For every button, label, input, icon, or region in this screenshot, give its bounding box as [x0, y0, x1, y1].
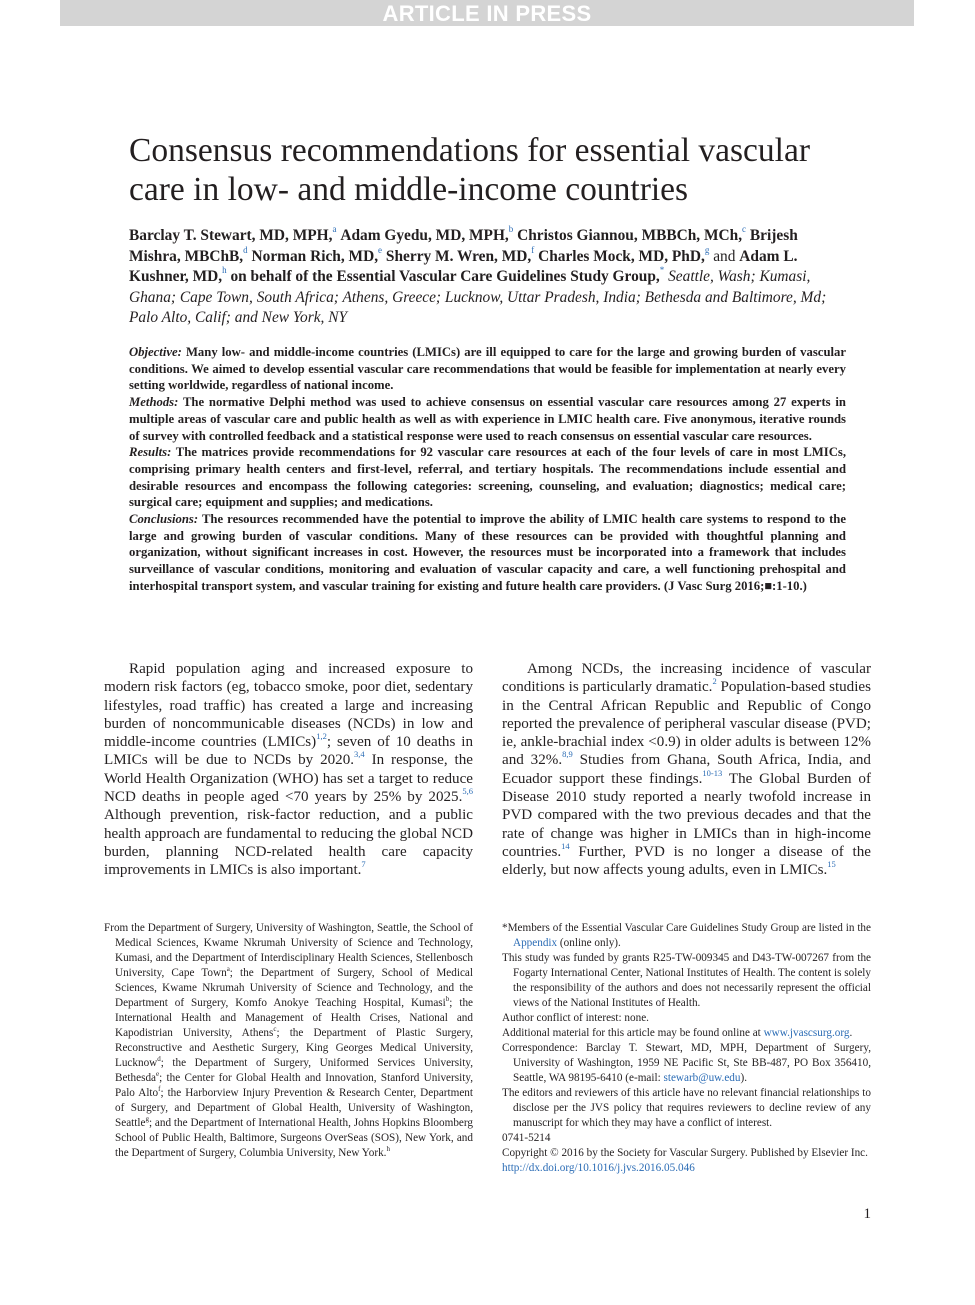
article-title: Consensus recommendations for essential … — [129, 132, 810, 208]
body-text: ; seven of 10 deaths in LMICs will be du… — [104, 734, 473, 769]
affiliation-text: ; the Center for Global Health and Innov… — [115, 1072, 473, 1099]
affiliations-text: From the Department of Surgery, Universi… — [104, 921, 473, 1161]
body-column-right: Among NCDs, the increasing incidence of … — [502, 660, 871, 880]
group-footnote-marker[interactable]: * — [659, 265, 665, 275]
reference-link[interactable]: 8,9 — [562, 749, 573, 760]
editors-note: The editors and reviewers of this articl… — [502, 1087, 871, 1129]
body-text: Population-based studies in the Central … — [502, 679, 871, 769]
affiliation-marker[interactable]: b — [508, 224, 514, 234]
body-text: Studies from Ghana, South Africa, India,… — [502, 752, 871, 787]
notes-footnote: *Members of the Essential Vascular Care … — [502, 921, 871, 1176]
appendix-link[interactable]: Appendix — [513, 937, 558, 949]
affiliation-marker: f — [158, 1085, 161, 1093]
note-text: . — [849, 1027, 853, 1039]
affiliation-marker: d — [157, 1055, 161, 1063]
funding-note: This study was funded by grants R25-TW-0… — [502, 952, 871, 1009]
abstract-results: Results: The matrices provide recommenda… — [129, 444, 846, 511]
note-text: Correspondence: Barclay T. Stewart, MD, … — [502, 1042, 871, 1084]
note-text: Additional material for this article may… — [502, 1027, 764, 1039]
email-link[interactable]: stewarb@uw.edu — [663, 1072, 741, 1084]
affiliations-footnote: From the Department of Surgery, Universi… — [104, 921, 473, 1161]
doi-note: http://dx.doi.org/10.1016/j.jvs.2016.05.… — [502, 1161, 871, 1176]
note-text: *Members of the Essential Vascular Care … — [502, 922, 871, 934]
affiliation-marker: g — [145, 1115, 149, 1123]
intro-paragraph: Rapid population aging and increased exp… — [104, 660, 473, 880]
reference-link[interactable]: 1,2 — [316, 731, 327, 742]
reference-link[interactable]: 15 — [827, 859, 836, 870]
issn: 0741-5214 — [502, 1132, 551, 1144]
methods-text: The normative Delphi method was used to … — [129, 395, 846, 443]
affiliation-marker: b — [445, 995, 450, 1003]
author-name: Brijesh Mishra, MBChB, — [129, 227, 798, 265]
copyright-note: Copyright © 2016 by the Society for Vasc… — [502, 1147, 868, 1159]
reference-link[interactable]: 5,6 — [462, 786, 473, 797]
body-column-left: Rapid population aging and increased exp… — [104, 660, 473, 880]
article-in-press-banner: ARTICLE IN PRESS — [60, 0, 914, 26]
group-members-note: *Members of the Essential Vascular Care … — [502, 921, 871, 951]
body-text: Rapid population aging and increased exp… — [104, 661, 473, 751]
author-name: Adam L. Kushner, MD, — [129, 247, 798, 286]
affiliation-text: ; the Department of Surgery, School of M… — [115, 967, 473, 1009]
results-label: Results: — [129, 445, 172, 460]
reference-link[interactable]: 3,4 — [354, 749, 365, 760]
author-locations: Seattle, Wash; Kumasi, Ghana; Cape Town,… — [129, 268, 827, 326]
body-text: Further, PVD is no longer a disease of t… — [502, 843, 871, 879]
correspondence-note: Correspondence: Barclay T. Stewart, MD, … — [502, 1041, 871, 1086]
affiliation-text: ; the International Health and Managemen… — [115, 997, 473, 1039]
author-name: Norman Rich, MD, — [251, 247, 379, 265]
journal-website-link[interactable]: www.jvascsurg.org — [763, 1027, 850, 1039]
affiliation-marker[interactable]: f — [531, 244, 535, 255]
results-text: The matrices provide recommendations for… — [129, 445, 846, 510]
author-name: Christos Giannou, MBBCh, MCh, — [517, 227, 743, 244]
study-group: on behalf of the Essential Vascular Care… — [230, 268, 660, 285]
reference-link[interactable]: 2 — [712, 676, 717, 687]
affiliation-marker[interactable]: c — [742, 224, 747, 234]
body-text: The Global Burden of Disease 2010 study … — [502, 770, 871, 860]
additional-material-note: Additional material for this article may… — [502, 1026, 871, 1041]
methods-label: Methods: — [129, 395, 179, 410]
note-text: (online only). — [557, 937, 621, 949]
conclusions-text: The resources recommended have the poten… — [129, 512, 846, 593]
authors-conjunction: and — [713, 247, 736, 265]
ncd-paragraph: Among NCDs, the increasing incidence of … — [502, 660, 871, 880]
author-name: Adam Gyedu, MD, MPH, — [340, 227, 509, 244]
affiliation-text: ; and the Department of International He… — [115, 1117, 473, 1159]
reference-link[interactable]: 7 — [361, 859, 366, 870]
affiliation-text: ; the Department of Plastic Surgery, Rec… — [115, 1027, 473, 1069]
affiliation-marker: e — [156, 1070, 160, 1078]
author-name: Charles Mock, MD, PhD, — [538, 247, 705, 265]
note-text: ). — [740, 1072, 748, 1084]
abstract: Objective: Many low- and middle-income c… — [129, 344, 846, 595]
reference-link[interactable]: 14 — [561, 840, 570, 851]
abstract-methods: Methods: The normative Delphi method was… — [129, 394, 846, 444]
affiliation-marker: h — [386, 1145, 390, 1153]
abstract-conclusions: Conclusions: The resources recommended h… — [129, 511, 846, 595]
affiliation-text: From the Department of Surgery, Universi… — [104, 922, 473, 979]
affiliation-marker[interactable]: a — [332, 224, 337, 234]
reference-link[interactable]: 10-13 — [702, 767, 723, 778]
affiliation-text: ; the Harborview Injury Prevention & Res… — [115, 1087, 473, 1129]
affiliation-marker[interactable]: e — [378, 244, 383, 255]
abstract-objective: Objective: Many low- and middle-income c… — [129, 344, 846, 394]
objective-label: Objective: — [129, 345, 182, 359]
body-text: Although prevention, risk-factor reducti… — [104, 807, 473, 879]
doi-link[interactable]: http://dx.doi.org/10.1016/j.jvs.2016.05.… — [502, 1162, 695, 1174]
body-text: In response, the World Health Organizati… — [104, 752, 473, 806]
affiliation-marker[interactable]: h — [222, 265, 227, 275]
conclusions-label: Conclusions: — [129, 512, 199, 527]
affiliation-marker[interactable]: g — [704, 244, 710, 255]
body-text: Among NCDs, the increasing incidence of … — [502, 661, 871, 696]
affiliation-marker[interactable]: d — [243, 244, 248, 255]
affiliation-text: ; the Department of Surgery, Uniformed S… — [115, 1057, 473, 1084]
page-number: 1 — [863, 1206, 872, 1222]
affiliation-marker: c — [273, 1025, 277, 1033]
conflict-note: Author conflict of interest: none. — [502, 1012, 649, 1024]
author-name: Barclay T. Stewart, MD, MPH, — [129, 227, 333, 244]
author-name: Sherry M. Wren, MD, — [385, 247, 532, 265]
objective-text: Many low- and middle-income countries (L… — [129, 345, 846, 393]
affiliation-marker: a — [226, 965, 230, 973]
author-list: Barclay T. Stewart, MD, MPH,a Adam Gyedu… — [129, 224, 849, 329]
